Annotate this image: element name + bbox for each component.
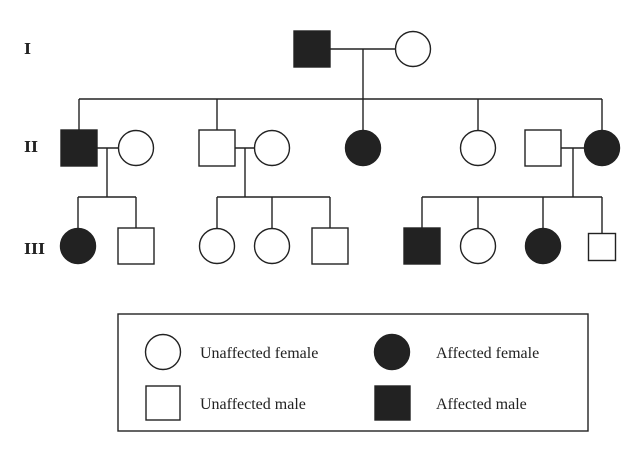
legend-affected-male-label: Affected male [436, 396, 527, 413]
person-III-9-unaffected-male [587, 232, 617, 262]
legend-unaffected-female-label: Unaffected female [200, 345, 318, 362]
person-II-7-unaffected-male [524, 129, 562, 167]
individuals-layer [59, 30, 621, 265]
person-III-4-unaffected-female [253, 227, 291, 265]
generation-label-3: III [24, 240, 45, 258]
person-III-1-affected-female [59, 227, 97, 265]
person-II-8-affected-female [583, 129, 621, 167]
person-III-2-unaffected-male [117, 227, 155, 265]
person-III-5-unaffected-male [311, 227, 349, 265]
person-III-6-affected-male [403, 227, 441, 265]
person-III-8-affected-female [524, 227, 562, 265]
legend-affected-female-label: Affected female [436, 345, 539, 362]
person-III-3-unaffected-female [198, 227, 236, 265]
person-II-1-affected-male [60, 129, 98, 167]
person-II-2-unaffected-female [117, 129, 155, 167]
legend-box [117, 313, 589, 432]
generation-label-1: I [24, 40, 31, 58]
legend-affected-male-icon [374, 385, 411, 421]
legend: Unaffected female Affected female Unaffe… [117, 313, 589, 432]
person-III-7-unaffected-female [459, 227, 497, 265]
legend-affected-female-icon [373, 333, 411, 371]
person-I-2-unaffected-female [394, 30, 432, 68]
person-II-6-unaffected-female [459, 129, 497, 167]
legend-unaffected-male-label: Unaffected male [200, 396, 306, 413]
legend-unaffected-male-icon [145, 385, 181, 421]
legend-unaffected-female-icon [144, 333, 182, 371]
person-I-1-affected-male [293, 30, 331, 68]
person-II-4-unaffected-female [253, 129, 291, 167]
person-II-3-unaffected-male [198, 129, 236, 167]
generation-label-2: II [24, 138, 38, 156]
person-II-5-affected-female [344, 129, 382, 167]
relationship-lines [77, 48, 603, 234]
